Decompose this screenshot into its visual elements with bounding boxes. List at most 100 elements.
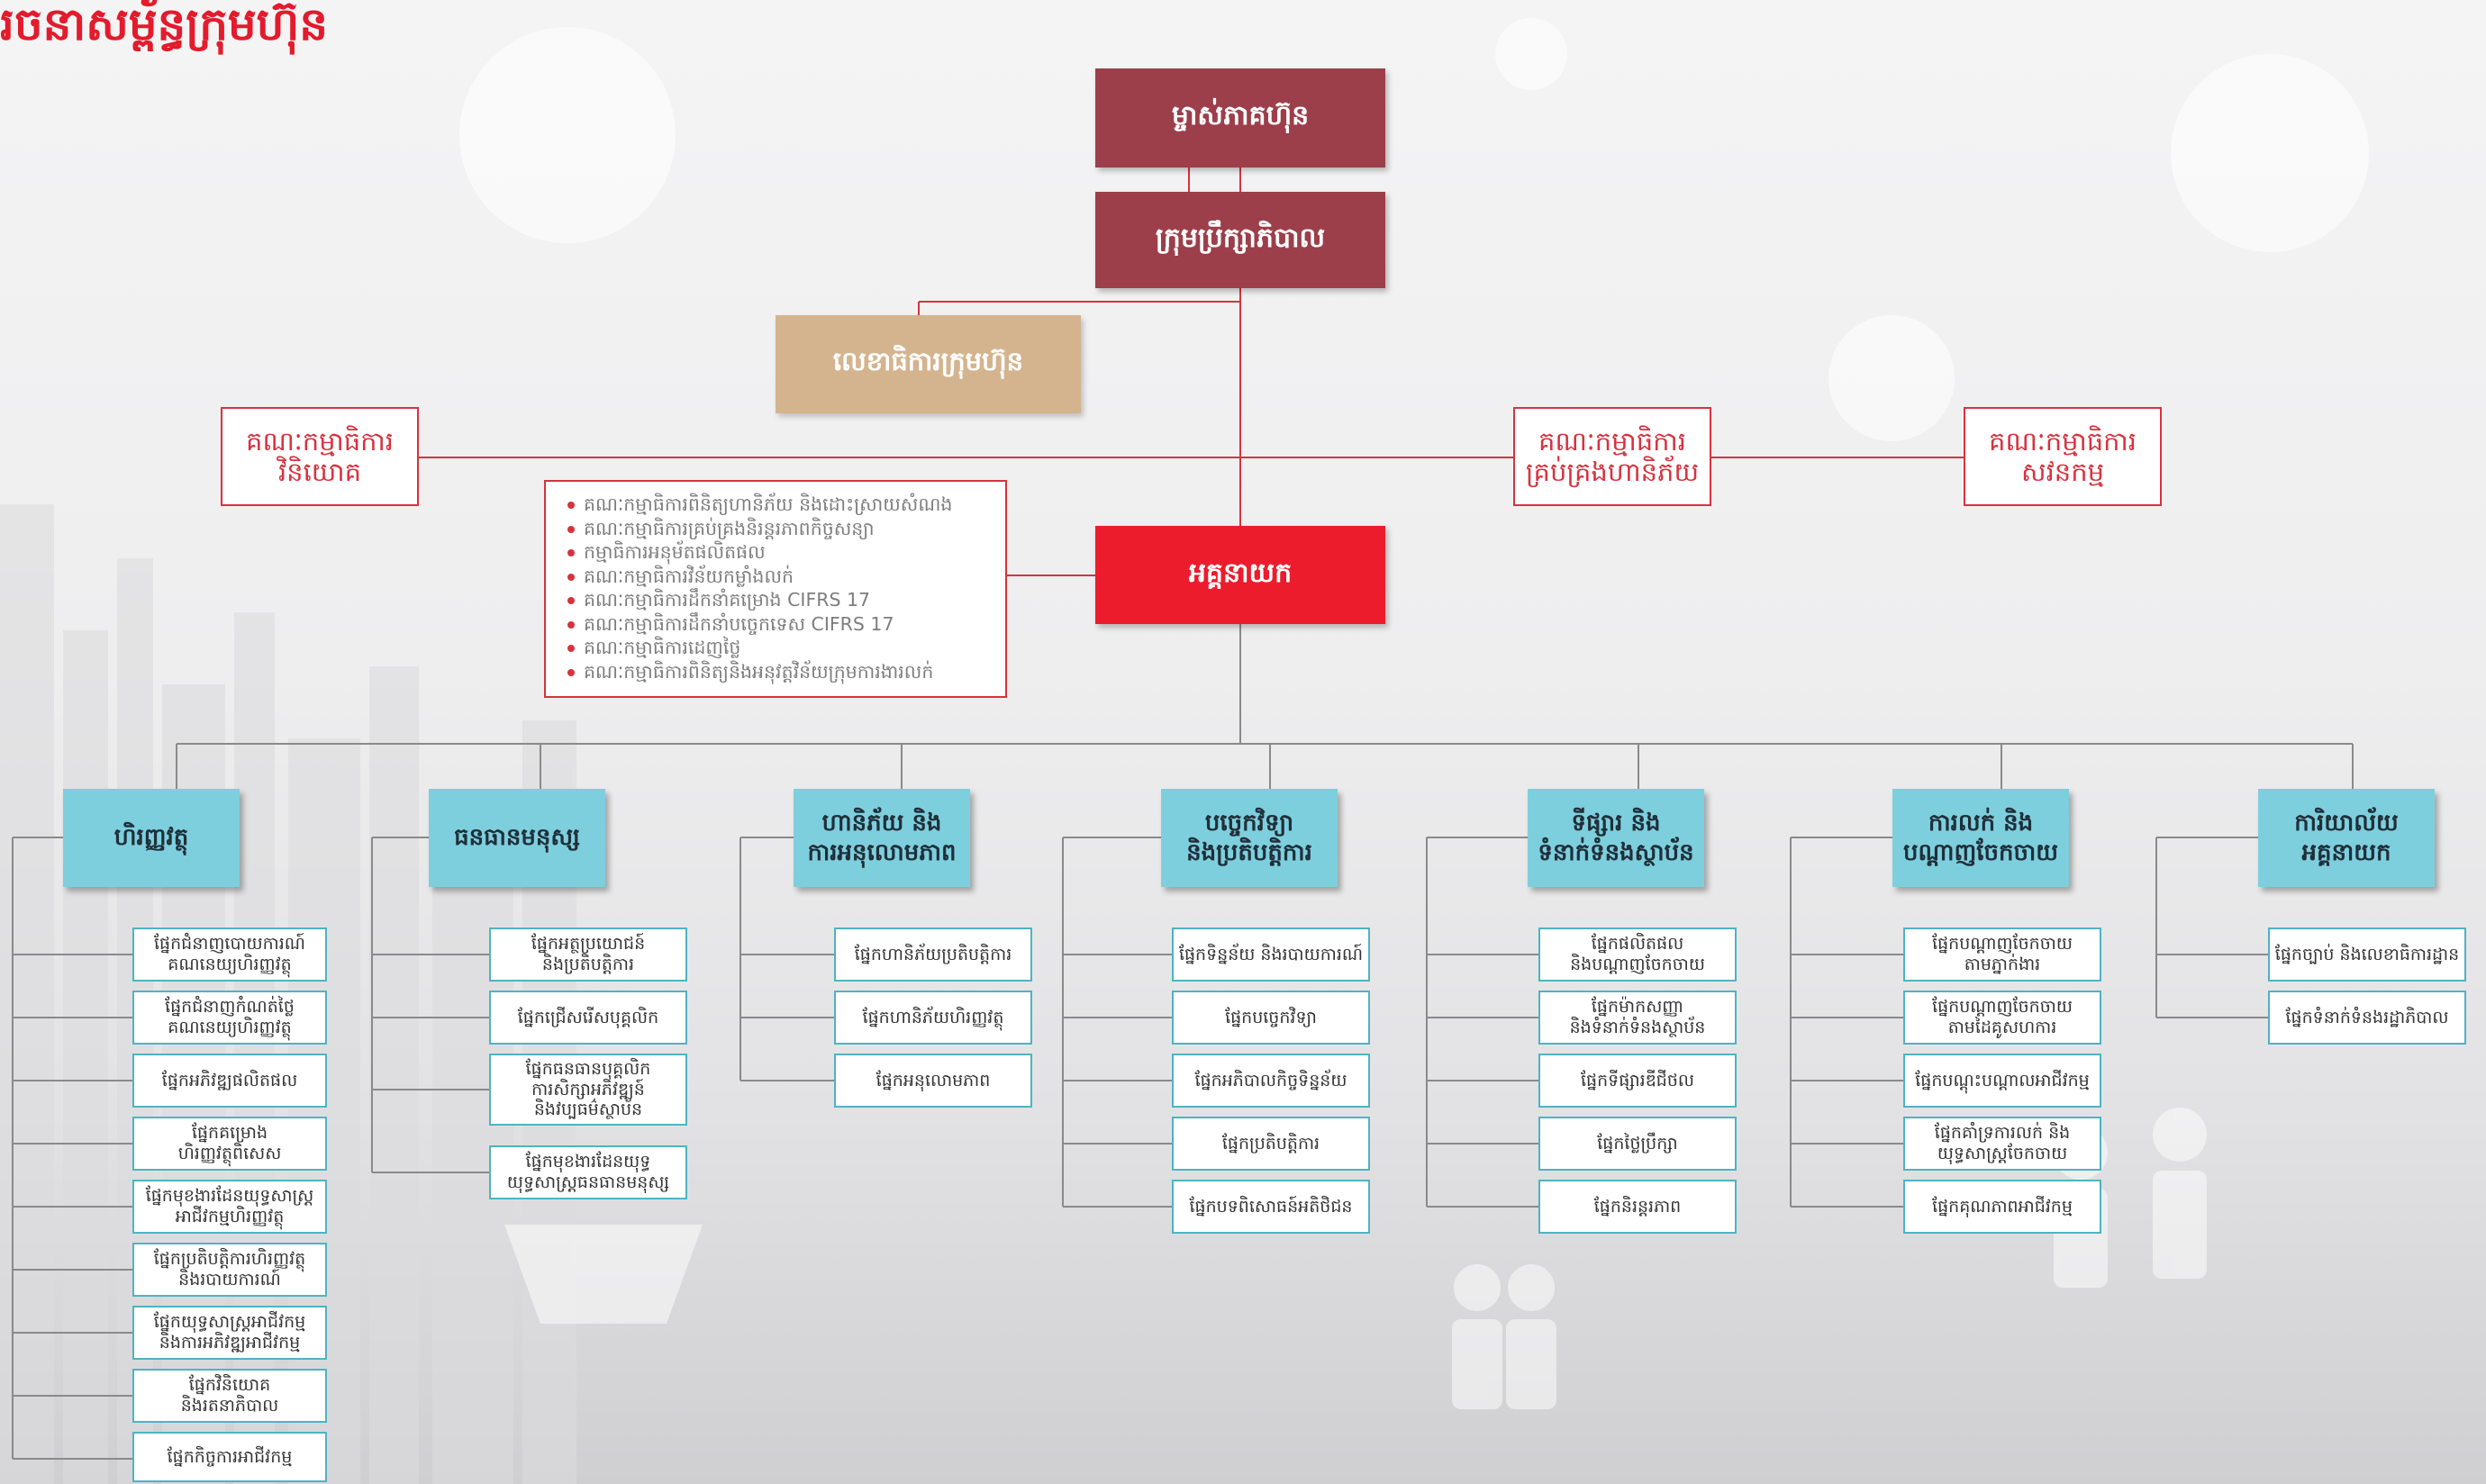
unit-label: ផ្នែកច្បាប់ និងលេខាធិការដ្ឋាន (2274, 944, 2460, 964)
unit-box: ផ្នែកអភិវឌ្ឍផលិតផល (132, 1054, 327, 1108)
division-label: ហានិភ័យ និង ការអនុលោមភាព (807, 810, 957, 866)
division-human-resources: ធនធានមនុស្ស (429, 789, 605, 887)
unit-label: ផ្នែកអនុលោមភាព (876, 1070, 991, 1090)
unit-box: ផ្នែកធនធានបុគ្គលិក ការសិក្សាអភិវឌ្ឍន៍ និ… (489, 1054, 687, 1126)
division-label: ទីផ្សារ និង ទំនាក់ទំនងស្ថាប័ន (1538, 810, 1694, 866)
unit-label: ផ្នែកម៉ាកសញ្ញា និងទំនាក់ទំនងស្ថាប័ន (1569, 997, 1706, 1037)
unit-box: ផ្នែកកិច្ចការអាជីវកម្ម (132, 1432, 327, 1482)
unit-label: ផ្នែកកិច្ចការអាជីវកម្ម (167, 1446, 293, 1467)
unit-label: ផ្នែកហានិភ័យប្រតិបត្តិការ (854, 944, 1012, 964)
unit-box: ផ្នែកបច្ចេកវិទ្យា (1172, 991, 1370, 1045)
division-risk-compliance: ហានិភ័យ និង ការអនុលោមភាព (794, 789, 970, 887)
unit-box: ផ្នែកមុខងារដែនយុទ្ធ យុទ្ធសាស្ត្រធនធានមនុ… (489, 1145, 687, 1199)
unit-label: ផ្នែកវិនិយោគ និងរតនាភិបាល (180, 1375, 279, 1416)
unit-box: ផ្នែកជំនាញបោយការណ៍ គណនេយ្យហិរញ្ញវត្ថុ (132, 928, 327, 982)
unit-box: ផ្នែកគម្រោង ហិរញ្ញវត្ថុពិសេស (132, 1117, 327, 1171)
unit-box: ផ្នែកនិរន្តរភាព (1538, 1180, 1737, 1234)
shareholders-box: ម្ចាស់ភាគហ៊ុន (1095, 68, 1385, 167)
unit-label: ផ្នែកអត្ថប្រយោជន៍ និងប្រតិបត្តិការ (531, 934, 646, 974)
committee-investment: គណៈកម្មាធិការ វិនិយោគ (221, 407, 419, 506)
unit-label: ផ្នែកបទពិសោធន៍អតិថិជន (1189, 1196, 1353, 1217)
unit-box: ផ្នែកជ្រើសរើសបុគ្គលិក (489, 991, 687, 1045)
management-committee-item: គណៈកម្មាធិការពិនិត្យហានិភ័យ និងដោះស្រាយស… (567, 493, 989, 517)
unit-label: ផ្នែកបណ្តាញចែកចាយ តាមដៃគូសហការ (1932, 997, 2073, 1037)
unit-label: ផ្នែកធនធានបុគ្គលិក ការសិក្សាអភិវឌ្ឍន៍ និ… (525, 1058, 651, 1120)
unit-label: ផ្នែកថ្លៃប្រឹក្សា (1597, 1133, 1678, 1154)
division-label: បច្ចេកវិទ្យា និងប្រតិបត្តិការ (1186, 810, 1312, 866)
committee-risk: គណៈកម្មាធិការ គ្រប់គ្រងហានិភ័យ (1513, 407, 1711, 506)
management-committee-item: គណៈកម្មាធិការដេញថ្លៃ (567, 636, 989, 660)
unit-label: ផ្នែកជំនាញបោយការណ៍ គណនេយ្យហិរញ្ញវត្ថុ (154, 934, 305, 974)
page-title: រចនាសម្ព័ន្ធក្រុមហ៊ុន (0, 0, 329, 50)
unit-box: ផ្នែកប្រតិបត្តិការ (1172, 1117, 1370, 1171)
committee-audit: គណៈកម្មាធិការ សវនកម្ម (1964, 407, 2162, 506)
unit-label: ផ្នែកផលិតផល និងបណ្តាញចែកចាយ (1570, 934, 1705, 974)
unit-label: ផ្នែកមុខងារដែនយុទ្ធ យុទ្ធសាស្ត្រធនធានមនុ… (506, 1152, 670, 1192)
unit-box: ផ្នែកទំនាក់ទំនងរដ្ឋាភិបាល (2268, 991, 2466, 1045)
management-committee-item: កម្មាធិការអនុម័តផលិតផល (567, 540, 989, 565)
committee-risk-label: គណៈកម្មាធិការ គ្រប់គ្រងហានិភ័យ (1525, 425, 1700, 487)
unit-box: ផ្នែកហានិភ័យប្រតិបត្តិការ (834, 928, 1032, 982)
unit-box: ផ្នែកជំនាញកំណត់ថ្លៃ គណនេយ្យហិរញ្ញវត្ថុ (132, 991, 327, 1045)
management-committee-item: គណៈកម្មាធិការគ្រប់គ្រងនិរន្តរភាពកិច្ចសន្… (567, 517, 989, 541)
management-committee-item: គណៈកម្មាធិការដឹកនាំបច្ចេកទេស CIFRS 17 (567, 612, 989, 637)
management-committee-item: គណៈកម្មាធិការពិនិត្យនិងអនុវត្តវិន័យក្រុម… (567, 660, 989, 684)
unit-box: ផ្នែកបណ្តាញចែកចាយ តាមដៃគូសហការ (1903, 991, 2101, 1045)
unit-box: ផ្នែកទិន្នន័យ និងរបាយការណ៍ (1172, 928, 1370, 982)
unit-label: ផ្នែកទំនាក់ទំនងរដ្ឋាភិបាល (2285, 1007, 2449, 1027)
shareholders-label: ម្ចាស់ភាគហ៊ុន (1171, 100, 1310, 131)
division-finance: ហិរញ្ញវត្ថុ (63, 789, 240, 887)
unit-label: ផ្នែកប្រតិបត្តិការ (1221, 1133, 1320, 1154)
unit-label: ផ្នែកគុណភាពអាជីវកម្ម (1932, 1196, 2073, 1217)
unit-box: ផ្នែកហានិភ័យហិរញ្ញវត្ថុ (834, 991, 1032, 1045)
unit-label: ផ្នែកអភិវឌ្ឍផលិតផល (161, 1070, 298, 1090)
company-secretary-label: លេខាធិការក្រុមហ៊ុន (832, 345, 1024, 376)
division-sales-distribution: ការលក់ និង បណ្តាញចែកចាយ (1892, 789, 2069, 887)
division-label: ការលក់ និង បណ្តាញចែកចាយ (1902, 810, 2059, 866)
unit-label: ផ្នែកជ្រើសរើសបុគ្គលិក (517, 1007, 659, 1027)
unit-label: ផ្នែកប្រតិបត្តិការហិរញ្ញវត្ថុ និងរបាយការ… (153, 1249, 306, 1289)
unit-label: ផ្នែកគម្រោង ហិរញ្ញវត្ថុពិសេស (177, 1123, 282, 1163)
committee-audit-label: គណៈកម្មាធិការ សវនកម្ម (1989, 425, 2137, 487)
unit-box: ផ្នែកគុណភាពអាជីវកម្ម (1903, 1180, 2101, 1234)
unit-box: ផ្នែកច្បាប់ និងលេខាធិការដ្ឋាន (2268, 928, 2466, 982)
unit-label: ផ្នែកបណ្តាញចែកចាយ តាមភ្នាក់ងារ (1932, 934, 2073, 974)
unit-box: ផ្នែកអនុលោមភាព (834, 1054, 1032, 1108)
board-of-directors-box: ក្រុមប្រឹក្សាភិបាល (1095, 192, 1385, 288)
unit-box: ផ្នែកប្រតិបត្តិការហិរញ្ញវត្ថុ និងរបាយការ… (132, 1243, 327, 1297)
unit-box: ផ្នែកវិនិយោគ និងរតនាភិបាល (132, 1369, 327, 1423)
unit-label: ផ្នែកគាំទ្រការលក់ និង យុទ្ធសាស្ត្រចែកចាយ (1934, 1123, 2071, 1163)
unit-box: ផ្នែកយុទ្ធសាស្ត្រអាជីវកម្ម និងការអភិវឌ្ឍ… (132, 1306, 327, 1360)
division-marketing-corporate: ទីផ្សារ និង ទំនាក់ទំនងស្ថាប័ន (1528, 789, 1704, 887)
unit-box: ផ្នែកគាំទ្រការលក់ និង យុទ្ធសាស្ត្រចែកចាយ (1903, 1117, 2101, 1171)
unit-box: ផ្នែកបទពិសោធន៍អតិថិជន (1172, 1180, 1370, 1234)
management-committees-list: គណៈកម្មាធិការពិនិត្យហានិភ័យ និងដោះស្រាយស… (544, 480, 1007, 698)
unit-box: ផ្នែកទីផ្សារឌីជីថល (1538, 1054, 1737, 1108)
management-committee-item: គណៈកម្មាធិការដឹកនាំគម្រោង CIFRS 17 (567, 588, 989, 612)
unit-label: ផ្នែកនិរន្តរភាព (1593, 1196, 1682, 1217)
committee-investment-label: គណៈកម្មាធិការ វិនិយោគ (246, 425, 394, 487)
unit-label: ផ្នែកអភិបាលកិច្ចទិន្នន័យ (1194, 1070, 1347, 1090)
unit-label: ផ្នែកទិន្នន័យ និងរបាយការណ៍ (1178, 944, 1364, 964)
unit-box: ផ្នែកម៉ាកសញ្ញា និងទំនាក់ទំនងស្ថាប័ន (1538, 991, 1737, 1045)
management-committee-item: គណៈកម្មាធិការវិន័យកម្លាំងលក់ (567, 565, 989, 589)
unit-label: ផ្នែកយុទ្ធសាស្ត្រអាជីវកម្ម និងការអភិវឌ្ឍ… (153, 1312, 306, 1353)
unit-label: ផ្នែកបច្ចេកវិទ្យា (1225, 1007, 1317, 1027)
unit-box: ផ្នែកបណ្តុះបណ្តាលអាជីវកម្ម (1903, 1054, 2101, 1108)
division-technology-operations: បច្ចេកវិទ្យា និងប្រតិបត្តិការ (1161, 789, 1338, 887)
division-label: ការិយាល័យ អគ្គនាយក (2294, 810, 2399, 866)
unit-box: ផ្នែកអភិបាលកិច្ចទិន្នន័យ (1172, 1054, 1370, 1108)
unit-box: ផ្នែកថ្លៃប្រឹក្សា (1538, 1117, 1737, 1171)
board-of-directors-label: ក្រុមប្រឹក្សាភិបាល (1155, 222, 1326, 254)
company-secretary-box: លេខាធិការក្រុមហ៊ុន (776, 315, 1081, 413)
unit-box: ផ្នែកផលិតផល និងបណ្តាញចែកចាយ (1538, 928, 1737, 982)
unit-label: ផ្នែកទីផ្សារឌីជីថល (1581, 1070, 1694, 1090)
unit-box: ផ្នែកមុខងារដែនយុទ្ធសាស្ត្រ អាជីវកម្មហិរញ… (132, 1180, 327, 1234)
unit-box: ផ្នែកអត្ថប្រយោជន៍ និងប្រតិបត្តិការ (489, 928, 687, 982)
division-label: ហិរញ្ញវត្ថុ (113, 824, 189, 852)
unit-label: ផ្នែកជំនាញកំណត់ថ្លៃ គណនេយ្យហិរញ្ញវត្ថុ (165, 997, 295, 1037)
ceo-box: អគ្គនាយក (1095, 526, 1385, 624)
unit-box: ផ្នែកបណ្តាញចែកចាយ តាមភ្នាក់ងារ (1903, 928, 2101, 982)
unit-label: ផ្នែកហានិភ័យហិរញ្ញវត្ថុ (862, 1007, 1004, 1027)
